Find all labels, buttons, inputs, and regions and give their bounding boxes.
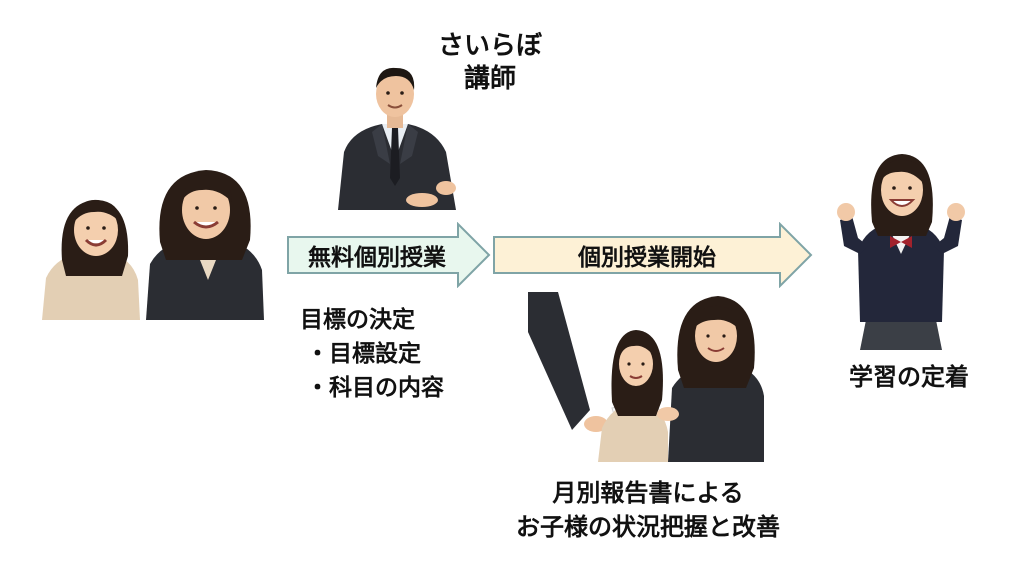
- goal-item: ・科目の内容: [306, 375, 444, 401]
- lesson-start-label: 個別授業開始: [578, 245, 716, 271]
- teacher-caption: さいらぼ 講師: [400, 30, 580, 95]
- goal-block: 目標の決定 ・目標設定 ・科目の内容: [300, 303, 444, 405]
- family-photo: [42, 160, 264, 320]
- teacher-role: 講師: [463, 63, 516, 94]
- teacher-name: さいらぼ: [437, 31, 542, 61]
- report-caption-line2: お子様の状況把握と改善: [516, 513, 780, 541]
- student-photo: [836, 150, 966, 350]
- goal-item: ・目標設定: [306, 341, 421, 367]
- lesson-start-arrow: [493, 222, 813, 288]
- trial-lesson-arrow: [287, 222, 491, 288]
- report-caption-line1: 月別報告書による: [552, 479, 744, 507]
- outcome-caption: 学習の定着: [849, 363, 969, 391]
- trial-lesson-label: 無料個別授業: [308, 245, 446, 271]
- teacher-photo: [330, 60, 460, 210]
- goal-title: 目標の決定: [300, 307, 415, 333]
- report-caption: 月別報告書による お子様の状況把握と改善: [478, 476, 818, 544]
- report-photo: [528, 292, 764, 462]
